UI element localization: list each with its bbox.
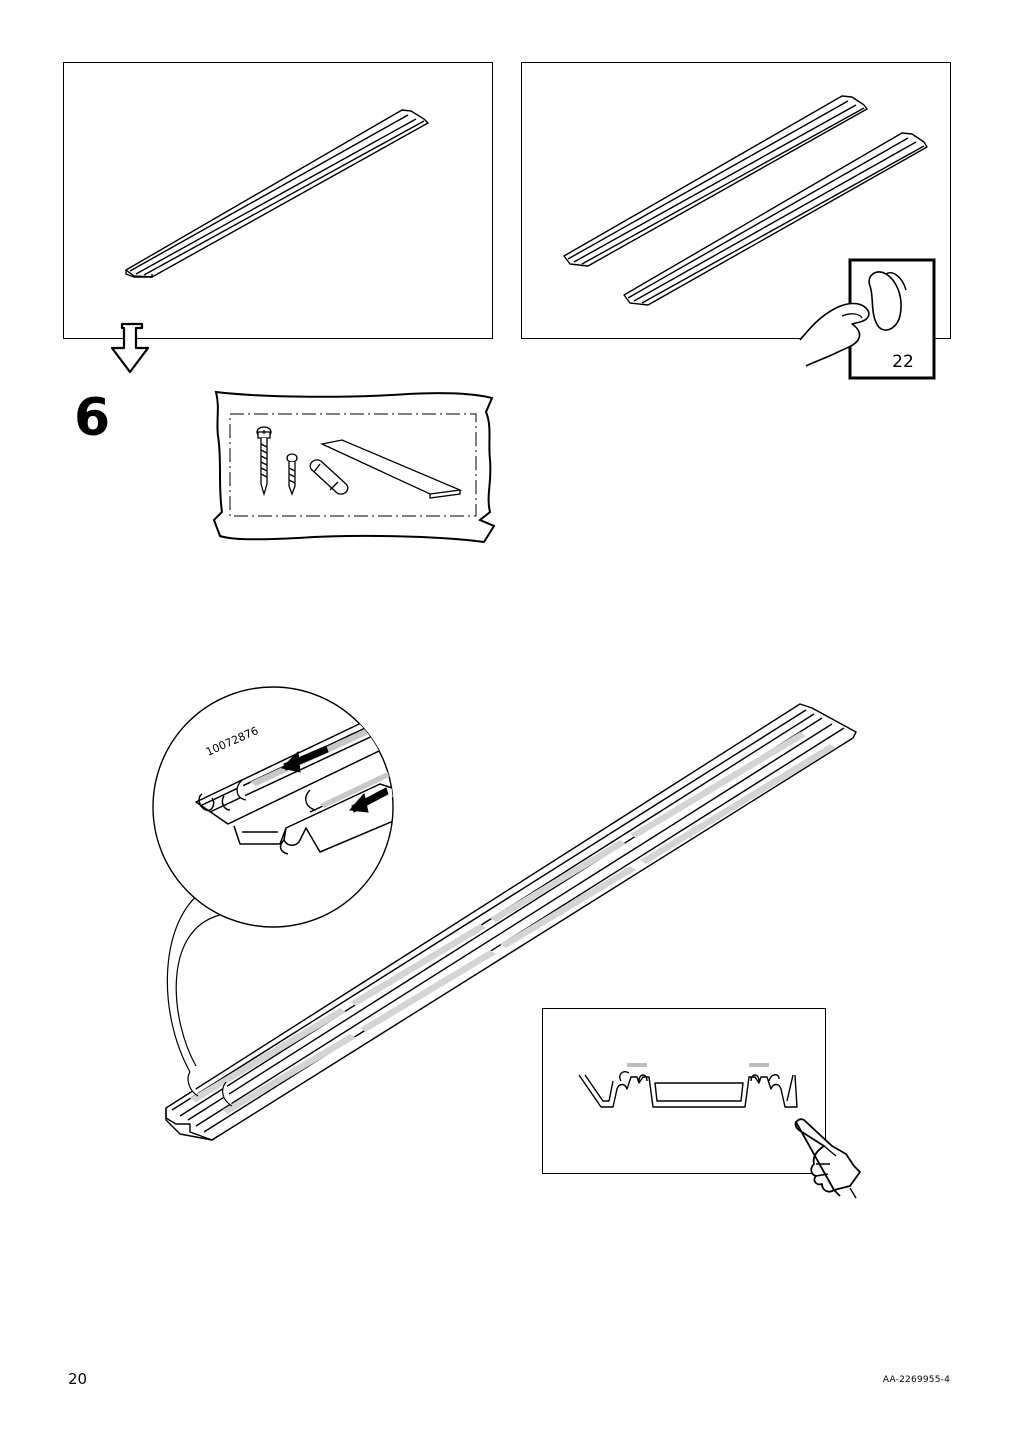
cross-section-panel <box>542 1008 826 1174</box>
main-rail-illustration <box>165 703 857 1141</box>
dowel-icon <box>309 459 349 495</box>
pointing-hand-icon <box>794 1118 861 1199</box>
hardware-bag <box>212 390 496 544</box>
cross-section-illustration <box>578 1063 798 1108</box>
down-arrow-icon <box>110 322 150 374</box>
panel-single-rail <box>63 62 493 339</box>
page-reference-number: 22 <box>892 352 914 372</box>
zoom-detail-circle: 10072876 <box>152 686 394 928</box>
page-number: 20 <box>68 1370 88 1388</box>
rail-illustration <box>125 109 429 278</box>
small-screw-icon <box>286 453 298 496</box>
panel-two-rails <box>521 62 951 339</box>
screw-icon <box>256 426 272 497</box>
step-number: 6 <box>74 388 111 448</box>
document-code: AA-2269955-4 <box>882 1375 950 1385</box>
turn-page-icon <box>868 271 902 331</box>
page-reference-box: 22 <box>799 258 936 380</box>
two-rails-illustration <box>563 95 928 306</box>
peel-arrow-icon <box>281 745 389 813</box>
strip-icon <box>319 439 463 499</box>
